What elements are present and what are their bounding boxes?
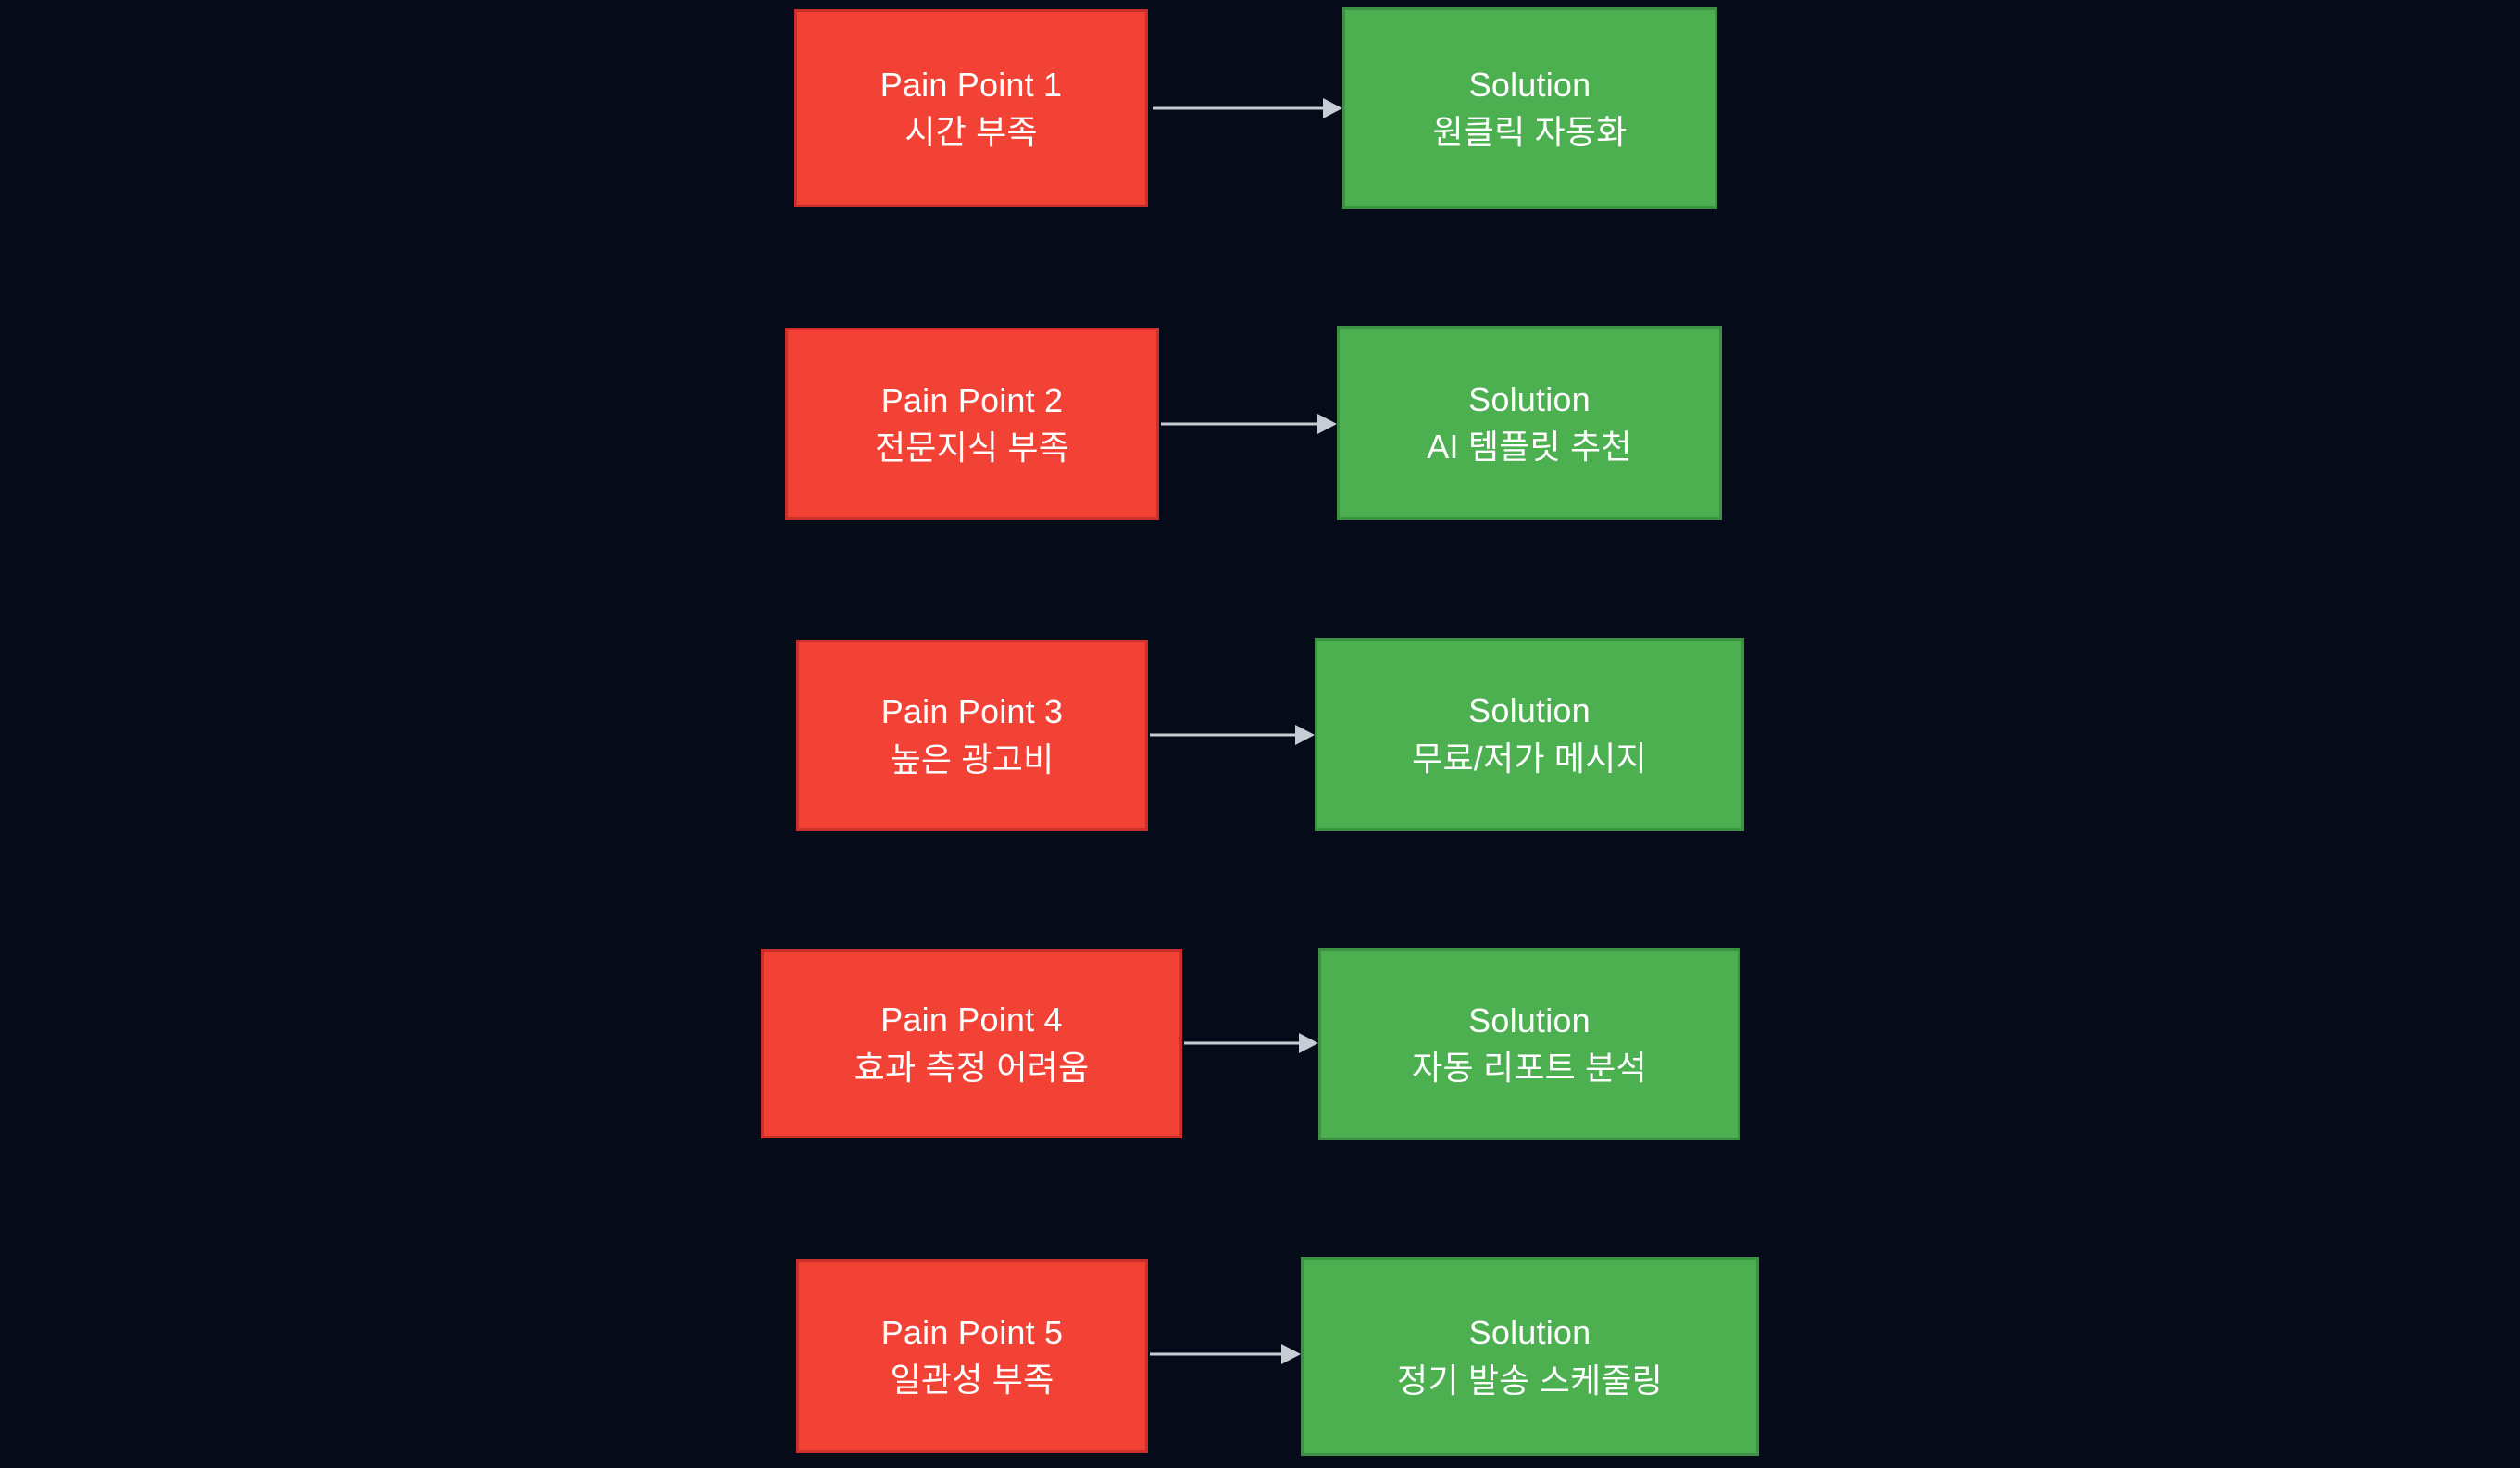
pain-point-node-1[interactable]: Pain Point 1 시간 부족: [794, 9, 1148, 207]
solution-node-5[interactable]: Solution 정기 발송 스케줄링: [1301, 1257, 1759, 1456]
solution-node-2[interactable]: Solution AI 템플릿 추천: [1337, 326, 1722, 520]
arrow-shaft-2: [1161, 422, 1318, 426]
arrow-shaft-3: [1150, 733, 1296, 737]
pain-point-detail-4: 효과 측정 어려움: [854, 1048, 1090, 1087]
arrow-connector-5: [1150, 1344, 1301, 1364]
pain-point-node-3[interactable]: Pain Point 3 높은 광고비: [796, 640, 1148, 831]
arrow-connector-1: [1153, 98, 1342, 118]
solution-detail-4: 자동 리포트 분석: [1412, 1049, 1647, 1087]
pain-point-detail-3: 높은 광고비: [890, 740, 1054, 778]
solution-title-4: Solution: [1468, 1001, 1591, 1039]
arrow-head-icon-5: [1281, 1344, 1301, 1364]
arrow-shaft-4: [1184, 1041, 1300, 1045]
pain-point-detail-5: 일관성 부족: [890, 1361, 1054, 1399]
pain-point-title-1: Pain Point 1: [880, 65, 1063, 104]
solution-detail-2: AI 템플릿 추천: [1427, 428, 1632, 466]
pain-point-title-2: Pain Point 2: [880, 380, 1064, 419]
arrow-connector-2: [1161, 414, 1337, 434]
arrow-shaft-5: [1150, 1352, 1282, 1356]
solution-title-2: Solution: [1468, 379, 1591, 418]
solution-detail-5: 정기 발송 스케줄링: [1397, 1361, 1663, 1400]
solution-detail-3: 무료/저가 메시지: [1412, 739, 1647, 778]
pain-point-node-5[interactable]: Pain Point 5 일관성 부족: [796, 1259, 1148, 1453]
pain-point-title-5: Pain Point 5: [880, 1312, 1064, 1351]
pain-point-node-2[interactable]: Pain Point 2 전문지식 부족: [785, 328, 1159, 520]
arrow-head-icon-2: [1317, 414, 1337, 434]
pain-point-title-3: Pain Point 3: [880, 692, 1064, 731]
pain-point-node-4[interactable]: Pain Point 4 효과 측정 어려움: [761, 949, 1182, 1138]
solution-title-5: Solution: [1468, 1313, 1591, 1352]
arrow-head-icon-1: [1323, 98, 1342, 118]
solution-node-4[interactable]: Solution 자동 리포트 분석: [1318, 948, 1740, 1140]
arrow-head-icon-3: [1295, 725, 1315, 745]
arrow-connector-3: [1150, 725, 1315, 745]
arrow-connector-4: [1184, 1033, 1318, 1053]
pain-point-detail-1: 시간 부족: [904, 113, 1038, 151]
pain-point-title-4: Pain Point 4: [880, 1001, 1063, 1039]
arrow-head-icon-4: [1299, 1033, 1318, 1053]
solution-node-3[interactable]: Solution 무료/저가 메시지: [1315, 638, 1744, 831]
solution-node-1[interactable]: Solution 원클릭 자동화: [1342, 7, 1717, 209]
solution-title-1: Solution: [1468, 65, 1591, 104]
solution-detail-1: 원클릭 자동화: [1432, 113, 1628, 151]
arrow-shaft-1: [1153, 106, 1324, 110]
pain-point-detail-2: 전문지식 부족: [874, 429, 1070, 467]
solution-title-3: Solution: [1468, 691, 1591, 730]
